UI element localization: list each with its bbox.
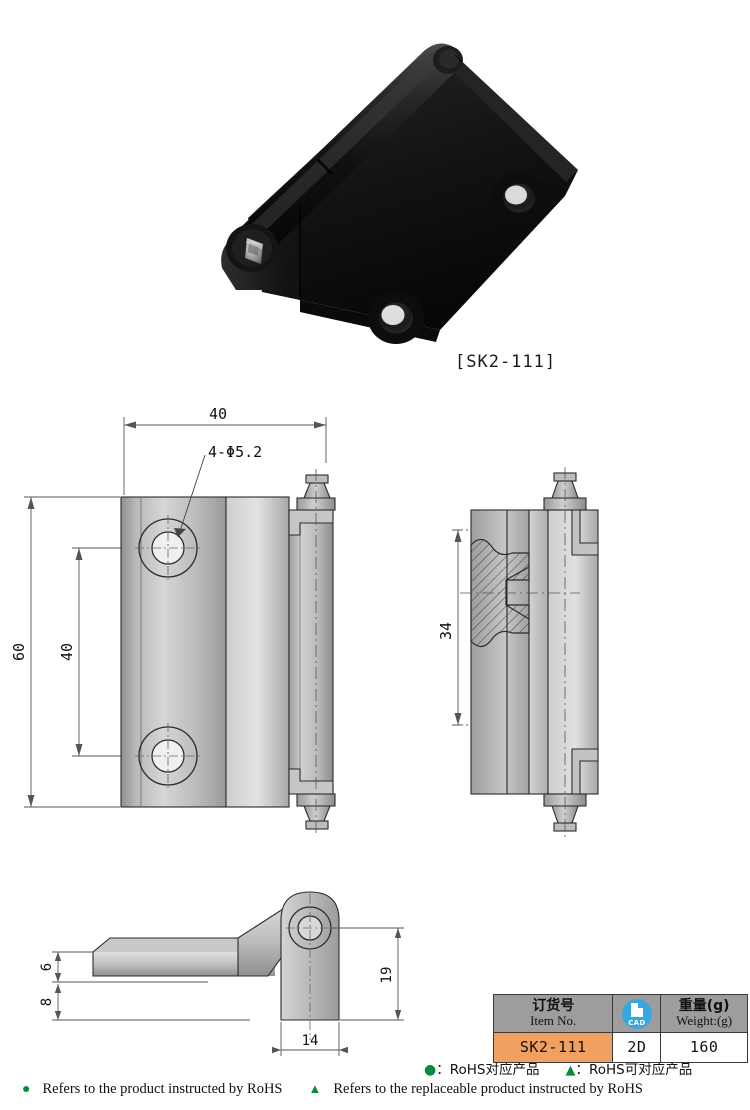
cell-weight-text: 160 xyxy=(689,1038,719,1056)
rohs-circle-icon: ● xyxy=(424,1062,437,1078)
side-view-drawing: 34 xyxy=(420,395,750,845)
header-weight-en: Weight:(g) xyxy=(676,1012,733,1028)
rohs-circle-icon-en: ● xyxy=(22,1082,31,1097)
header-item-no: 订货号 Item No. xyxy=(492,994,614,1033)
header-weight-cn: 重量(g) xyxy=(678,998,730,1014)
rohs-triangle-label-en: Refers to the replaceable product instru… xyxy=(333,1081,643,1097)
rohs-legend-chinese: ●：RoHS对应产品 ▲：RoHS可对应产品 xyxy=(424,1058,750,1078)
rohs-circle-label-en: Refers to the product instructed by RoHS xyxy=(42,1081,283,1097)
header-weight: 重量(g) Weight:(g) xyxy=(660,994,748,1033)
front-width-dim: 40 xyxy=(209,405,227,423)
cell-cad-text: 2D xyxy=(627,1038,647,1056)
header-cad: CAD xyxy=(612,994,662,1033)
cad-icon-text: CAD xyxy=(628,1018,646,1027)
header-item-no-cn: 订货号 xyxy=(532,998,575,1014)
table-header-row: 订货号 Item No. CAD 重量(g) Weight:(g) xyxy=(492,994,748,1033)
product-photo xyxy=(0,0,750,345)
bottom-offset-dim: 8 xyxy=(39,998,55,1006)
rohs-triangle-icon-en: ▲ xyxy=(308,1081,322,1096)
cell-weight: 160 xyxy=(660,1032,748,1063)
rohs-legend-english: ● Refers to the product instructed by RoH… xyxy=(22,1081,750,1098)
cell-item-no: SK2-111 xyxy=(492,1032,614,1063)
cell-cad[interactable]: 2D xyxy=(612,1032,662,1063)
bottom-knuckle-width-dim: 14 xyxy=(302,1033,319,1049)
cell-item-no-text: SK2-111 xyxy=(519,1038,587,1056)
bottom-view-drawing: 6 8 xyxy=(0,880,440,1080)
product-label: [SK2-111] xyxy=(455,352,557,372)
rohs-circle-label-cn: ：RoHS对应产品 xyxy=(436,1062,540,1078)
rohs-triangle-label-cn: ：RoHS可对应产品 xyxy=(575,1062,693,1078)
specification-table: 订货号 Item No. CAD 重量(g) Weight:(g) SK2-11… xyxy=(492,994,748,1063)
rohs-triangle-icon: ▲ xyxy=(565,1063,576,1078)
side-hole-spacing-dim: 34 xyxy=(437,622,455,640)
cad-page-glyph xyxy=(630,1002,643,1017)
front-view-drawing: 40 60 40 xyxy=(0,395,420,845)
front-hole-callout: 4-Φ5.2 xyxy=(208,443,262,461)
bottom-knuckle-height-dim: 19 xyxy=(379,967,395,984)
header-item-no-en: Item No. xyxy=(530,1012,577,1028)
table-row: SK2-111 2D 160 xyxy=(492,1032,748,1063)
bottom-thickness-dim: 6 xyxy=(39,963,55,971)
front-hole-spacing-dim: 40 xyxy=(58,643,76,661)
front-height-dim: 60 xyxy=(10,643,28,661)
cad-icon[interactable]: CAD xyxy=(621,998,652,1029)
